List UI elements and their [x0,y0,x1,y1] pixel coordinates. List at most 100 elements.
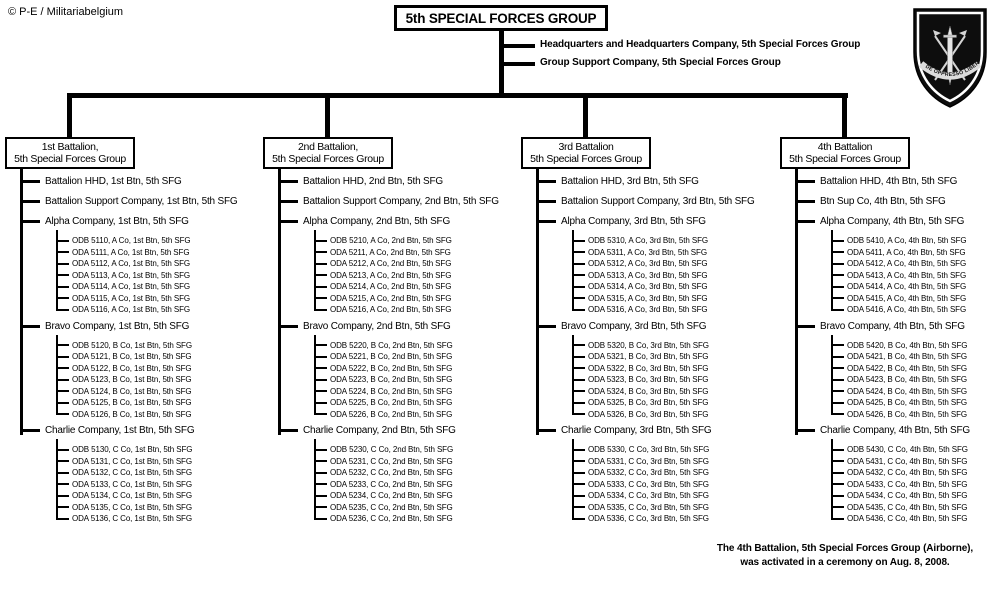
unit-label: ODA 5326, B Co, 3rd Btn, 5th SFG [572,409,793,421]
battalion-tree: Battalion HHD, 1st Btn, 5th SFG Battalion… [20,169,277,525]
unit-label: ODA 5315, A Co, 3rd Btn, 5th SFG [572,293,793,305]
unit-label: ODA 5224, B Co, 2nd Btn, 5th SFG [314,386,535,398]
battalion-box: 2nd Battalion,5th Special Forces Group [263,137,393,169]
battalion-name-line1: 1st Battalion, [41,140,99,153]
unit-label: ODA 5322, B Co, 3rd Btn, 5th SFG [572,363,793,375]
battalion-box: 1st Battalion,5th Special Forces Group [5,137,135,169]
connector-distribution-bar [67,93,848,98]
unit-label: ODA 5215, A Co, 2nd Btn, 5th SFG [314,293,535,305]
unit-label: ODA 5131, C Co, 1st Btn, 5th SFG [56,456,277,468]
dagger-icon [943,25,957,86]
unit-label: ODA 5424, B Co, 4th Btn, 5th SFG [831,386,1000,398]
unit-label: ODA 5313, A Co, 3rd Btn, 5th SFG [572,270,793,282]
company-label: Charlie Company, 4th Btn, 5th SFG [795,424,1000,438]
battalion-hhd-label: Battalion HHD, 2nd Btn, 5th SFG [278,175,535,189]
unit-label: ODA 5332, C Co, 3rd Btn, 5th SFG [572,467,793,479]
unit-label: ODA 5112, A Co, 1st Btn, 5th SFG [56,258,277,270]
unit-label: ODA 5413, A Co, 4th Btn, 5th SFG [831,270,1000,282]
company-label: Alpha Company, 4th Btn, 5th SFG [795,215,1000,229]
unit-label: ODA 5325, B Co, 3rd Btn, 5th SFG [572,397,793,409]
battalion-name-line2: 5th Special Forces Group [789,153,901,165]
unit-label: ODA 5426, B Co, 4th Btn, 5th SFG [831,409,1000,421]
unit-label: ODA 5425, B Co, 4th Btn, 5th SFG [831,397,1000,409]
unit-label: ODA 5414, A Co, 4th Btn, 5th SFG [831,281,1000,293]
unit-label: ODA 5123, B Co, 1st Btn, 5th SFG [56,374,277,386]
unit-label: ODA 5121, B Co, 1st Btn, 5th SFG [56,351,277,363]
unit-label: ODA 5231, C Co, 2nd Btn, 5th SFG [314,456,535,468]
unit-label: ODA 5234, C Co, 2nd Btn, 5th SFG [314,490,535,502]
connector-drop-3rd-bn [583,97,588,137]
battalion-tree: Battalion HHD, 3rd Btn, 5th SFG Battalion… [536,169,793,525]
unit-label: ODA 5316, A Co, 3rd Btn, 5th SFG [572,304,793,316]
unit-label: ODA 5436, C Co, 4th Btn, 5th SFG [831,513,1000,525]
unit-label: ODA 5331, C Co, 3rd Btn, 5th SFG [572,456,793,468]
unit-label: ODB 5130, C Co, 1st Btn, 5th SFG [56,444,277,456]
unit-label: ODB 5330, C Co, 3rd Btn, 5th SFG [572,444,793,456]
unit-label: ODA 5216, A Co, 2nd Btn, 5th SFG [314,304,535,316]
unit-label: ODA 5432, C Co, 4th Btn, 5th SFG [831,467,1000,479]
connector-drop-1st-bn [67,97,72,137]
battalion-name-line2: 5th Special Forces Group [530,153,642,165]
unit-label: ODA 5336, C Co, 3rd Btn, 5th SFG [572,513,793,525]
unit-label: ODA 5211, A Co, 2nd Btn, 5th SFG [314,247,535,259]
unit-label: ODA 5125, B Co, 1st Btn, 5th SFG [56,397,277,409]
unit-label: ODA 5434, C Co, 4th Btn, 5th SFG [831,490,1000,502]
battalion-name-line1: 2nd Battalion, [297,140,358,153]
unit-label: ODA 5214, A Co, 2nd Btn, 5th SFG [314,281,535,293]
battalion-support-label: Battalion Support Company, 2nd Btn, 5th … [278,195,535,209]
unit-label: ODA 5236, C Co, 2nd Btn, 5th SFG [314,513,535,525]
unit-label: ODA 5124, B Co, 1st Btn, 5th SFG [56,386,277,398]
unit-label: ODA 5312, A Co, 3rd Btn, 5th SFG [572,258,793,270]
unit-label: ODB 5310, A Co, 3rd Btn, 5th SFG [572,235,793,247]
unit-label: ODB 5430, C Co, 4th Btn, 5th SFG [831,444,1000,456]
battalion-tree: Battalion HHD, 2nd Btn, 5th SFG Battalion… [278,169,535,525]
unit-label: ODA 5233, C Co, 2nd Btn, 5th SFG [314,479,535,491]
company-label: Charlie Company, 2nd Btn, 5th SFG [278,424,535,438]
company-label: Alpha Company, 2nd Btn, 5th SFG [278,215,535,229]
company-label: Alpha Company, 3rd Btn, 5th SFG [536,215,793,229]
connector-gsc-stub [501,62,535,66]
unit-label: ODB 5320, B Co, 3rd Btn, 5th SFG [572,340,793,352]
copyright-text: © P-E / Militariabelgium [8,6,124,18]
unit-label: ODA 5334, C Co, 3rd Btn, 5th SFG [572,490,793,502]
unit-label: ODA 5135, C Co, 1st Btn, 5th SFG [56,502,277,514]
unit-label: ODA 5324, B Co, 3rd Btn, 5th SFG [572,386,793,398]
unit-label: ODA 5122, B Co, 1st Btn, 5th SFG [56,363,277,375]
unit-label: ODA 5323, B Co, 3rd Btn, 5th SFG [572,374,793,386]
unit-label: ODA 5235, C Co, 2nd Btn, 5th SFG [314,502,535,514]
unit-label: ODA 5114, A Co, 1st Btn, 5th SFG [56,281,277,293]
unit-label: ODA 5422, B Co, 4th Btn, 5th SFG [831,363,1000,375]
unit-label: ODA 5431, C Co, 4th Btn, 5th SFG [831,456,1000,468]
unit-label: ODA 5321, B Co, 3rd Btn, 5th SFG [572,351,793,363]
battalion-name-line2: 5th Special Forces Group [272,153,384,165]
group-title: 5th SPECIAL FORCES GROUP [405,10,597,26]
battalion-hhd-label: Battalion HHD, 1st Btn, 5th SFG [20,175,277,189]
unit-label: ODA 5416, A Co, 4th Btn, 5th SFG [831,304,1000,316]
battalion-support-label: Battalion Support Company, 1st Btn, 5th … [20,195,277,209]
battalion-support-label: Battalion Support Company, 3rd Btn, 5th … [536,195,793,209]
company-label: Bravo Company, 1st Btn, 5th SFG [20,320,277,334]
unit-label: ODA 5134, C Co, 1st Btn, 5th SFG [56,490,277,502]
company-label: Charlie Company, 1st Btn, 5th SFG [20,424,277,438]
battalion-hhd-label: Battalion HHD, 3rd Btn, 5th SFG [536,175,793,189]
connector-drop-4th-bn [842,97,847,137]
unit-label: ODA 5136, C Co, 1st Btn, 5th SFG [56,513,277,525]
unit-label: ODA 5115, A Co, 1st Btn, 5th SFG [56,293,277,305]
footnote-line1: The 4th Battalion, 5th Special Forces Gr… [716,543,974,554]
unit-label: ODA 5421, B Co, 4th Btn, 5th SFG [831,351,1000,363]
unit-label: ODB 5110, A Co, 1st Btn, 5th SFG [56,235,277,247]
unit-label: ODA 5423, B Co, 4th Btn, 5th SFG [831,374,1000,386]
